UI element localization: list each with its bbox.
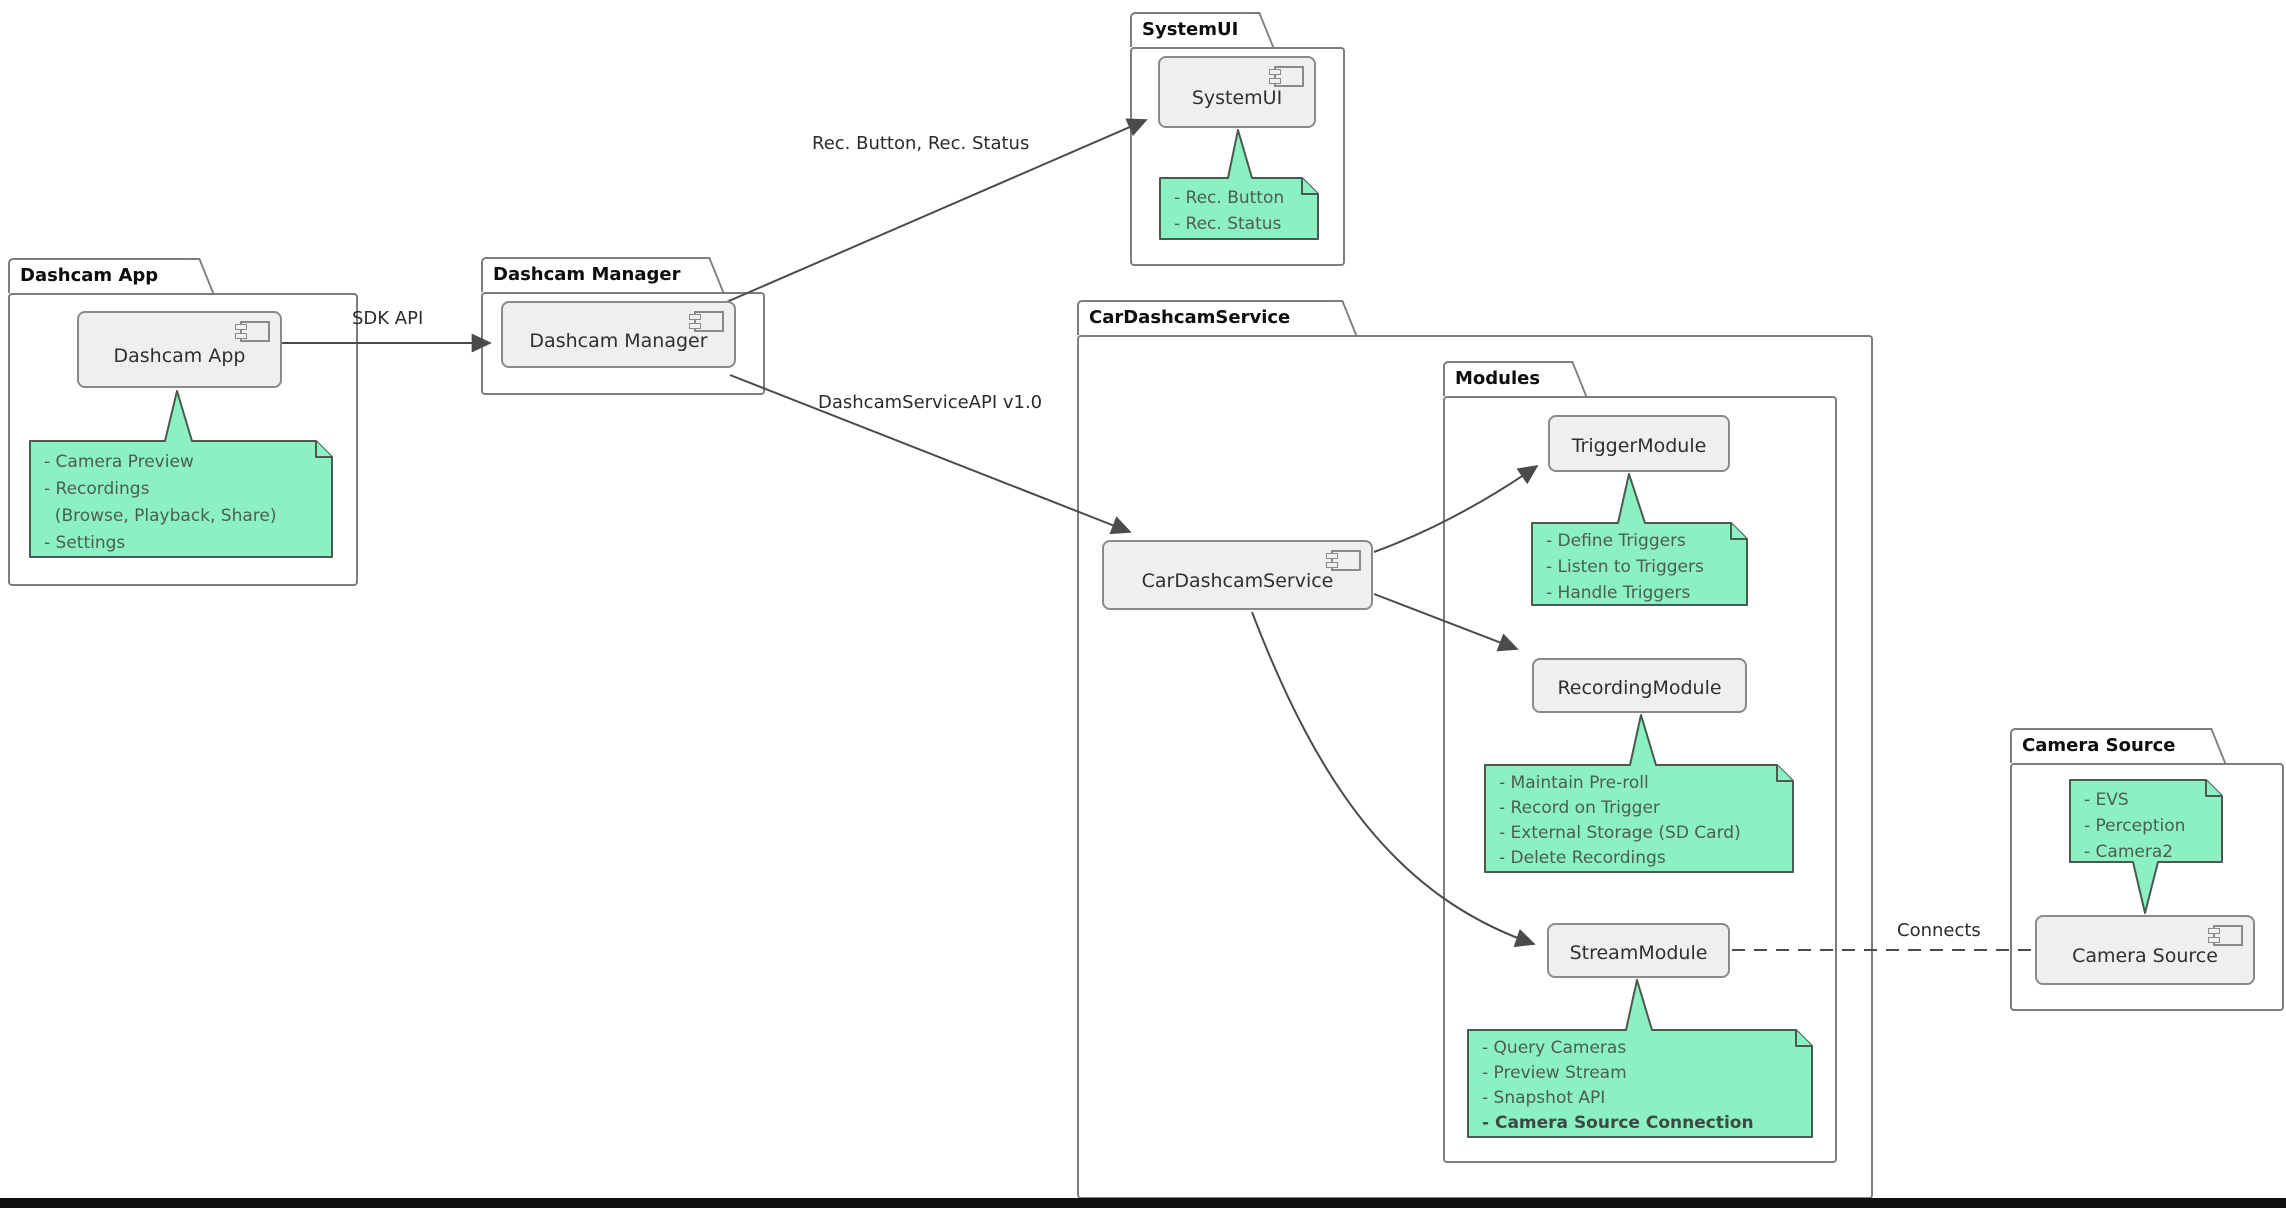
note-line: - Rec. Button <box>1174 188 1285 208</box>
component-camera-source: Camera Source <box>2035 915 2255 985</box>
note-line: - EVS <box>2084 790 2129 810</box>
component-system-ui: SystemUI <box>1158 56 1316 128</box>
component-label: Dashcam App <box>113 344 246 367</box>
note-line: - Snapshot API <box>1482 1088 1606 1108</box>
note-line: - Listen to Triggers <box>1546 557 1704 577</box>
component-label: Dashcam Manager <box>529 329 708 352</box>
component-label: SystemUI <box>1191 87 1283 109</box>
package-camera-source-tab: Camera Source <box>2010 728 2198 763</box>
component-stream-module: StreamModule <box>1547 923 1730 978</box>
component-car-dashcam-service: CarDashcamService <box>1102 540 1373 610</box>
package-title: Camera Source <box>2022 735 2176 756</box>
component-icon <box>2208 925 2243 946</box>
package-title: SystemUI <box>1142 19 1239 40</box>
note-line: - Maintain Pre-roll <box>1499 773 1649 793</box>
note-line: - Query Cameras <box>1482 1038 1627 1058</box>
note-line: - Camera2 <box>2084 842 2174 862</box>
package-modules-tab: Modules <box>1443 361 1559 396</box>
package-dashcam-app-tab: Dashcam App <box>8 258 186 293</box>
note-line: - Delete Recordings <box>1499 848 1666 868</box>
package-title: CarDashcamService <box>1089 307 1291 328</box>
note-line: - Preview Stream <box>1482 1063 1627 1083</box>
component-label: StreamModule <box>1569 941 1708 964</box>
note-trigger-module: - Define Triggers - Listen to Triggers -… <box>1546 528 1704 606</box>
note-line: - Settings <box>44 533 126 553</box>
component-dashcam-manager: Dashcam Manager <box>501 301 736 368</box>
package-title: Dashcam App <box>20 265 159 286</box>
component-icon <box>1269 66 1304 87</box>
component-label: CarDashcamService <box>1141 570 1334 592</box>
note-line: - Camera Preview <box>44 452 194 472</box>
component-icon <box>235 321 270 342</box>
note-line: - Rec. Status <box>1174 214 1282 234</box>
component-label: Camera Source <box>2072 945 2218 967</box>
component-label: RecordingModule <box>1557 676 1722 699</box>
component-label: TriggerModule <box>1571 434 1707 457</box>
note-line: - Recordings <box>44 479 150 499</box>
component-trigger-module: TriggerModule <box>1548 415 1730 472</box>
package-title: Modules <box>1455 368 1541 389</box>
bottom-window-edge-bar <box>0 1198 2286 1208</box>
package-system-ui-tab: SystemUI <box>1130 12 1246 47</box>
note-recording-module: - Maintain Pre-roll - Record on Trigger … <box>1499 771 1741 871</box>
edge-label-rec-button-status: Rec. Button, Rec. Status <box>812 133 1030 154</box>
note-dashcam-app: - Camera Preview - Recordings (Browse, P… <box>44 449 277 557</box>
note-line: (Browse, Playback, Share) <box>44 506 277 526</box>
note-stream-module: - Query Cameras - Preview Stream - Snaps… <box>1482 1036 1754 1136</box>
component-dashcam-app: Dashcam App <box>77 311 282 388</box>
edge-label-sdk-api: SDK API <box>352 308 424 329</box>
note-line: - Handle Triggers <box>1546 583 1691 603</box>
component-icon <box>689 311 724 332</box>
note-system-ui: - Rec. Button - Rec. Status <box>1174 185 1284 237</box>
package-car-dashcam-service-tab: CarDashcamService <box>1077 300 1329 335</box>
component-recording-module: RecordingModule <box>1532 658 1747 713</box>
note-line: - Define Triggers <box>1546 531 1686 551</box>
note-line: - Camera Source Connection <box>1482 1113 1754 1133</box>
note-line: - External Storage (SD Card) <box>1499 823 1741 843</box>
package-title: Dashcam Manager <box>493 264 681 285</box>
note-camera-source: - EVS - Perception - Camera2 <box>2084 787 2185 865</box>
package-dashcam-manager-tab: Dashcam Manager <box>481 257 696 292</box>
edge-label-connects: Connects <box>1897 920 1981 941</box>
note-line: - Perception <box>2084 816 2186 836</box>
note-line: - Record on Trigger <box>1499 798 1660 818</box>
edge-label-dashcam-service-api: DashcamServiceAPI v1.0 <box>818 392 1043 413</box>
component-icon <box>1326 550 1361 571</box>
